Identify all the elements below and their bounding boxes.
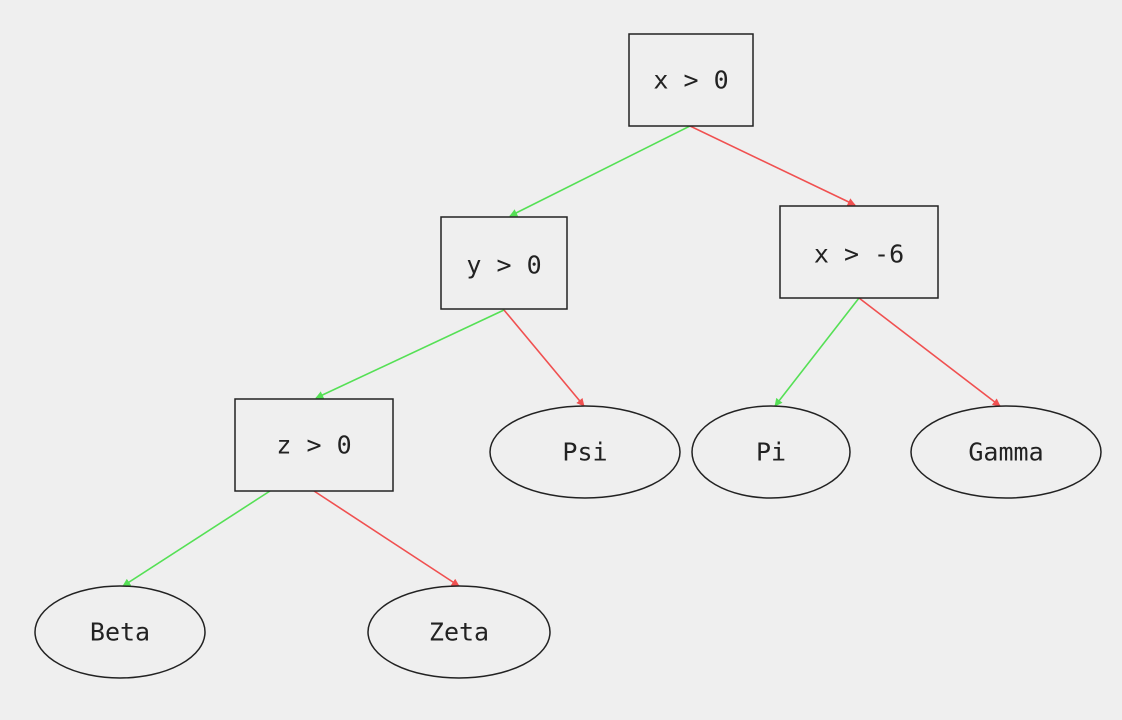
leaf-beta-ellipse bbox=[34, 585, 206, 679]
edge-x-neg-check-to-gamma-false bbox=[858, 297, 1001, 407]
edges-layer bbox=[122, 125, 1001, 587]
leaf-zeta: Zeta bbox=[367, 585, 551, 679]
edge-root-to-y-check-true bbox=[509, 125, 691, 217]
edge-z-check-to-zeta-false bbox=[313, 490, 460, 587]
leaf-zeta-ellipse bbox=[367, 585, 551, 679]
node-x-neg-check-box bbox=[779, 205, 939, 299]
leaf-beta-label: Beta bbox=[90, 618, 150, 647]
node-z-check-label: z > 0 bbox=[276, 431, 351, 460]
leaf-zeta-label: Zeta bbox=[429, 618, 489, 647]
leaf-pi-label: Pi bbox=[756, 438, 786, 467]
node-y-check-label: y > 0 bbox=[466, 251, 541, 280]
node-x-neg-check-label: x > -6 bbox=[814, 240, 904, 269]
edge-y-check-to-z-check-true bbox=[315, 309, 505, 399]
leaf-gamma-ellipse bbox=[910, 405, 1102, 499]
node-root-box bbox=[628, 33, 754, 127]
leaf-pi-ellipse bbox=[691, 405, 851, 499]
node-root-label: x > 0 bbox=[653, 66, 728, 95]
leaf-psi-label: Psi bbox=[562, 438, 607, 467]
edge-root-to-x-neg-check-false bbox=[689, 125, 856, 206]
leaf-gamma: Gamma bbox=[910, 405, 1102, 499]
node-root: x > 0 bbox=[628, 33, 754, 127]
edge-x-neg-check-to-pi-true bbox=[774, 297, 860, 407]
edge-y-check-to-psi-false bbox=[503, 309, 585, 407]
leaf-psi: Psi bbox=[489, 405, 681, 499]
edge-z-check-to-beta-true bbox=[122, 490, 271, 587]
leaf-psi-ellipse bbox=[489, 405, 681, 499]
node-z-check-box bbox=[234, 398, 394, 492]
node-y-check: y > 0 bbox=[440, 216, 568, 310]
node-z-check: z > 0 bbox=[234, 398, 394, 492]
node-x-neg-check: x > -6 bbox=[779, 205, 939, 299]
node-y-check-box bbox=[440, 216, 568, 310]
leaf-gamma-label: Gamma bbox=[968, 438, 1043, 467]
leaf-beta: Beta bbox=[34, 585, 206, 679]
leaf-pi: Pi bbox=[691, 405, 851, 499]
